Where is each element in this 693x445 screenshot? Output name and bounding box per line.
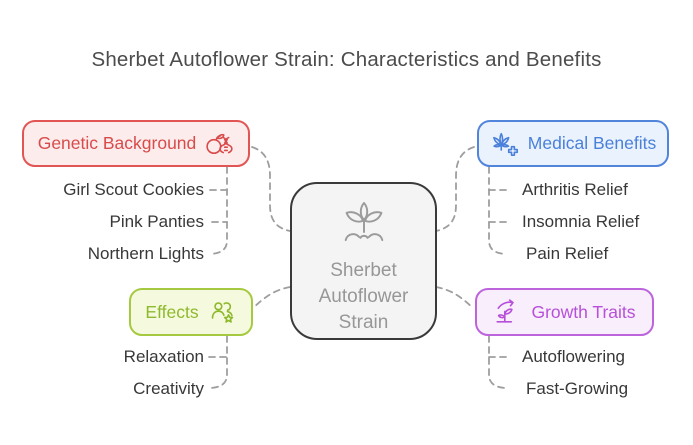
central-label-line-2: Autoflower — [318, 286, 409, 307]
dna-fruit-icon — [205, 131, 234, 157]
plant-growth-arrow-icon — [493, 299, 522, 325]
connector-central-to-effects — [252, 286, 291, 309]
trunk-effects — [210, 335, 228, 389]
branch-label-medical-benefits: Medical Benefits — [527, 133, 657, 153]
central-node-label: Sherbet Autoflower Strain — [319, 258, 409, 336]
child-item-creativity: Creativity — [133, 379, 204, 398]
people-star-icon — [208, 299, 237, 325]
child-item-pain-relief: Pain Relief — [526, 244, 609, 263]
child-item-girl-scout-cookies: Girl Scout Cookies — [63, 180, 204, 199]
child-item-insomnia-relief: Insomnia Relief — [522, 212, 640, 231]
branch-label-effects: Effects — [145, 301, 199, 322]
branch-node-growth-traits: Growth Traits — [475, 288, 654, 336]
child-item-northern-lights: Northern Lights — [87, 244, 204, 263]
trunk-growth — [488, 335, 506, 389]
connector-central-to-medical — [435, 146, 475, 232]
central-node: Sherbet Autoflower Strain — [290, 182, 437, 340]
branch-label-genetic-background: Genetic Background — [37, 133, 197, 153]
seedling-icon — [335, 199, 393, 254]
child-item-arthritis-relief: Arthritis Relief — [522, 180, 628, 199]
child-item-fast-growing: Fast-Growing — [526, 379, 629, 398]
child-item-relaxation: Relaxation — [123, 347, 204, 366]
connector-central-to-genetic — [251, 146, 291, 232]
cannabis-medical-icon — [490, 131, 519, 157]
branch-node-effects: Effects — [129, 288, 253, 336]
central-label-line-1: Sherbet — [330, 260, 397, 281]
connector-central-to-growth — [435, 286, 474, 309]
trunk-genetic — [210, 166, 228, 255]
child-item-pink-panties: Pink Panties — [109, 212, 205, 231]
diagram-title: Sherbet Autoflower Strain: Characteristi… — [91, 48, 602, 71]
child-item-autoflowering: Autoflowering — [522, 347, 626, 366]
trunk-medical — [488, 166, 506, 255]
branch-node-genetic-background: Genetic Background — [22, 120, 250, 167]
central-label-line-3: Strain — [338, 312, 389, 333]
branch-label-growth-traits: Growth Traits — [531, 301, 636, 322]
branch-node-medical-benefits: Medical Benefits — [477, 120, 669, 167]
